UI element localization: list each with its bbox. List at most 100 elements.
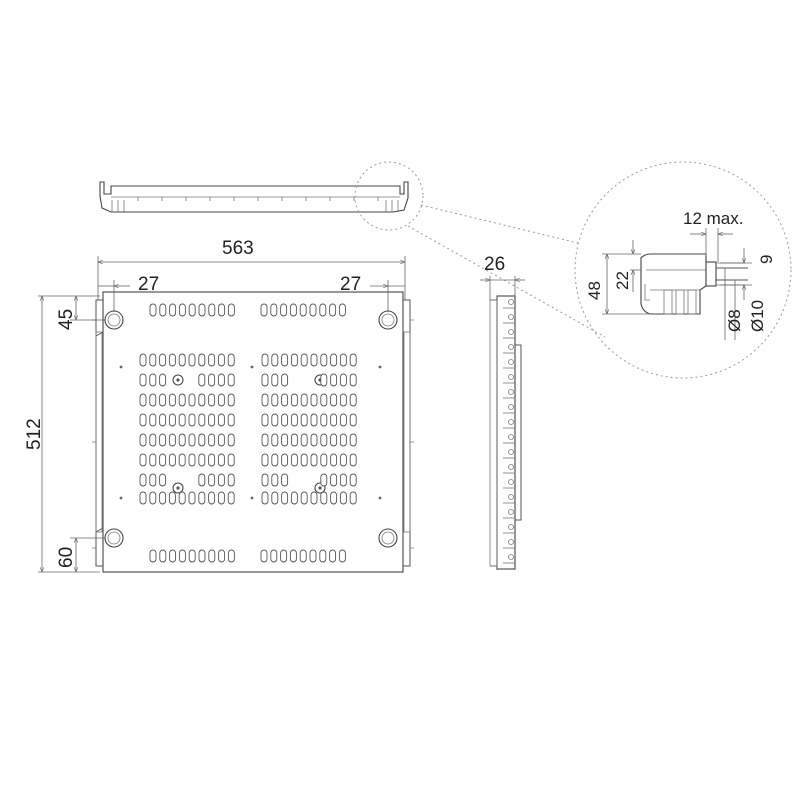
vent-slot [188,353,196,367]
vent-slot [339,473,347,487]
dim-total-height: 512 [24,418,45,450]
vent-slot [270,303,278,317]
vent-slot [261,413,269,427]
vent-slot [281,413,289,427]
vent-slot [139,473,147,487]
vent-slot [178,353,186,367]
dim-left-offset: 27 [138,274,159,295]
vent-slot [198,353,206,367]
vent-slot [320,491,328,505]
vent-slot [188,549,196,563]
vent-slot [300,413,308,427]
vent-slot [290,413,298,427]
vent-slot [260,303,268,317]
mounting-hole-bl [104,528,124,548]
vent-slot [300,433,308,447]
vent-slot [309,303,317,317]
dim-9: 9 [757,255,776,264]
vent-slot [271,393,279,407]
vent-slot [188,303,196,317]
vent-slot [208,393,216,407]
vent-slot [319,303,327,317]
screw-boss [172,374,184,386]
vent-slot [281,491,289,505]
vent-slot [271,491,279,505]
vent-slot [330,453,338,467]
vent-slot [159,491,167,505]
vent-slot [349,491,357,505]
vent-slot [198,373,206,387]
vent-slot [330,413,338,427]
vent-slot [208,413,216,427]
vent-slot [300,453,308,467]
vent-slot [208,549,216,563]
dim-diameter-8: Ø8 [725,309,744,332]
vent-slot [281,353,289,367]
vent-slot [217,453,225,467]
vent-slot [300,393,308,407]
vent-slot [320,373,328,387]
mounting-hole-tr [378,310,398,330]
vent-slot [169,549,177,563]
vent-slot [271,353,279,367]
vent-slot [217,473,225,487]
vent-slot [208,353,216,367]
vent-slot [330,373,338,387]
vent-slot [330,353,338,367]
vent-slot [349,433,357,447]
vent-slot [198,393,206,407]
vent-slot [261,433,269,447]
vent-slot [178,393,186,407]
vent-slot [168,393,176,407]
vent-slot [349,393,357,407]
vent-slot [217,491,225,505]
vent-slot [198,453,206,467]
vent-slot [139,373,147,387]
vent-slot [159,303,167,317]
vent-slot [281,393,289,407]
vent-slot [139,353,147,367]
vent-slot [159,473,167,487]
vent-slot [320,433,328,447]
vent-slot [217,353,225,367]
vent-slot [139,491,147,505]
vent-slot [208,491,216,505]
vent-slot [227,413,235,427]
vent-slot [227,373,235,387]
vent-slot [178,303,186,317]
vent-slot [330,393,338,407]
vent-slot [271,373,279,387]
vent-slot [139,453,147,467]
vent-slot [338,303,346,317]
vent-slot [330,491,338,505]
top-profile-view [99,181,409,213]
vent-slot [178,413,186,427]
vent-slot [227,303,235,317]
vent-slot [159,453,167,467]
mounting-hole-tl [104,310,124,330]
vent-slot [339,453,347,467]
vent-slot [339,353,347,367]
vent-slot [261,473,269,487]
vent-slot [178,549,186,563]
vent-slot [299,303,307,317]
vent-slot [310,453,318,467]
vent-slot [159,393,167,407]
vent-slot [149,433,157,447]
front-plate-view [92,291,414,573]
mounting-hole-br [378,528,398,548]
vent-slot [271,453,279,467]
vent-slot [198,413,206,427]
vent-slot [289,549,297,563]
vent-slot [217,393,225,407]
vent-slot [310,433,318,447]
vent-slot [149,353,157,367]
ventilation-slots [139,303,357,563]
vent-slot [320,393,328,407]
vent-slot [159,353,167,367]
screw-boss [314,482,326,494]
vent-slot [149,491,157,505]
vent-slot [159,373,167,387]
vent-slot [261,393,269,407]
